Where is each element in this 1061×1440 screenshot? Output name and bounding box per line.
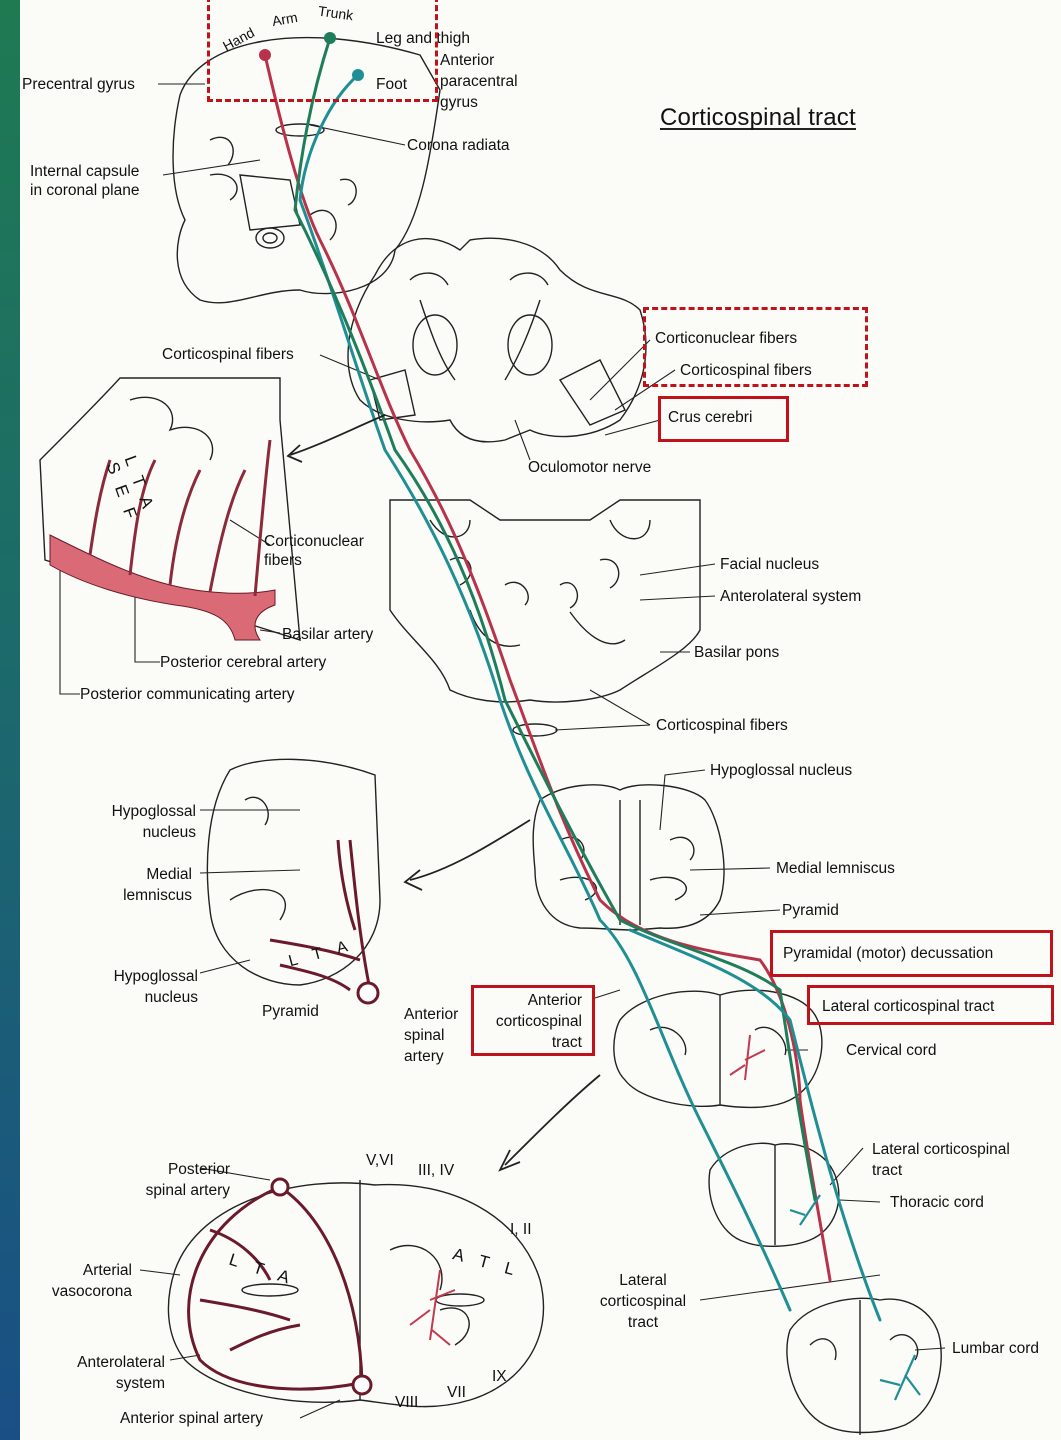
hypoglossal-nucleus-inset-bottom-label: Hypoglossal nucleus [80, 966, 198, 1008]
cervical-cord-label: Cervical cord [846, 1041, 936, 1060]
corticonuclear-highlight-box [643, 307, 868, 387]
lateral-corticospinal-tract-cord-label: Lateral corticospinal tract [872, 1139, 1010, 1181]
anterior-paracentral-label: Anterior paracentral gyrus [440, 50, 518, 113]
posterior-spinal-artery-label: Posterior spinal artery [100, 1159, 230, 1201]
lateral-corticospinal-tract-cord-2-label: Lateral corticospinal tract [584, 1270, 702, 1333]
anterolateral-system-label: Anterolateral system [720, 587, 861, 606]
diagram-title: Corticospinal tract [660, 108, 856, 130]
anterior-corticospinal-highlight-box [471, 985, 595, 1056]
lumbar-cord-label: Lumbar cord [952, 1339, 1039, 1358]
pyramidal-decussation-highlight-box [770, 930, 1053, 977]
medulla-inset-arteries [270, 840, 370, 990]
lumbar-cord-outline [787, 1298, 941, 1432]
anterolateral-system-inset-label: Anterolateral system [40, 1352, 165, 1394]
medulla-outline [533, 785, 724, 930]
medial-lemniscus-inset-label: Medial lemniscus [80, 864, 192, 906]
lamina-iii-iv-label: III, IV [418, 1161, 454, 1180]
pons-outline [390, 500, 700, 702]
cervical-grey-arteries [730, 1035, 765, 1080]
anterior-spinal-artery-inset-label: Anterior spinal artery [120, 1409, 263, 1428]
pons-corticospinal-fibers-label: Corticospinal fibers [656, 716, 788, 735]
lumbar-branch [880, 1355, 920, 1400]
medulla-anterior-spinal-artery [358, 983, 378, 1003]
oculomotor-nerve-label: Oculomotor nerve [528, 458, 651, 477]
corticonuclear-fibers-inset-label: Corticonuclear fibers [264, 532, 364, 570]
hypoglossal-nucleus-label: Hypoglossal nucleus [710, 761, 852, 780]
medial-lemniscus-label: Medial lemniscus [776, 859, 895, 878]
leader-lines [60, 84, 945, 1418]
tract-pathways [265, 38, 880, 1320]
crus-cerebri-highlight-box [658, 396, 789, 442]
somatotopy-highlight-box [207, 0, 438, 102]
thoracic-cord-label: Thoracic cord [890, 1193, 984, 1212]
precentral-gyrus-label: Precentral gyrus [22, 75, 135, 94]
facial-nucleus-label: Facial nucleus [720, 555, 819, 574]
lamina-ix-label: IX [492, 1367, 507, 1386]
posterior-cerebral-artery-shape [50, 535, 275, 640]
hypoglossal-nucleus-inset-top-label: Hypoglossal nucleus [80, 801, 196, 843]
anterior-spinal-artery-inset-label: Anterior spinal artery [404, 1004, 458, 1067]
brain-outlines [40, 38, 941, 1435]
pyramid-inset-label: Pyramid [262, 1002, 319, 1021]
anterior-spinal-artery-dot [353, 1376, 371, 1394]
cord-inset-outline [168, 1183, 543, 1407]
lamina-viii-label: VIII [395, 1393, 418, 1412]
tract-red-path [265, 55, 830, 1280]
posterior-cerebral-artery-label: Posterior cerebral artery [160, 653, 326, 672]
cord-inset-vasocorona [189, 1187, 362, 1389]
lamina-v-vi-label: V,VI [366, 1151, 394, 1170]
basilar-artery-label: Basilar artery [282, 625, 373, 644]
pyramid-label: Pyramid [782, 901, 839, 920]
lamina-i-ii-label: I, II [510, 1220, 532, 1239]
arterial-vasocorona-label: Arterial vasocorona [20, 1260, 132, 1302]
corona-radiata-label: Corona radiata [407, 136, 510, 155]
lamina-vii-label: VII [447, 1383, 466, 1402]
basilar-pons-label: Basilar pons [694, 643, 779, 662]
cervical-cord-outline [614, 990, 822, 1107]
posterior-spinal-artery-dot [272, 1179, 288, 1195]
lateral-corticospinal-highlight-box [807, 985, 1054, 1025]
corticospinal-fibers-left-label: Corticospinal fibers [162, 345, 294, 364]
posterior-communicating-artery-label: Posterior communicating artery [80, 685, 295, 704]
internal-capsule-label: Internal capsule in coronal plane [30, 162, 139, 200]
